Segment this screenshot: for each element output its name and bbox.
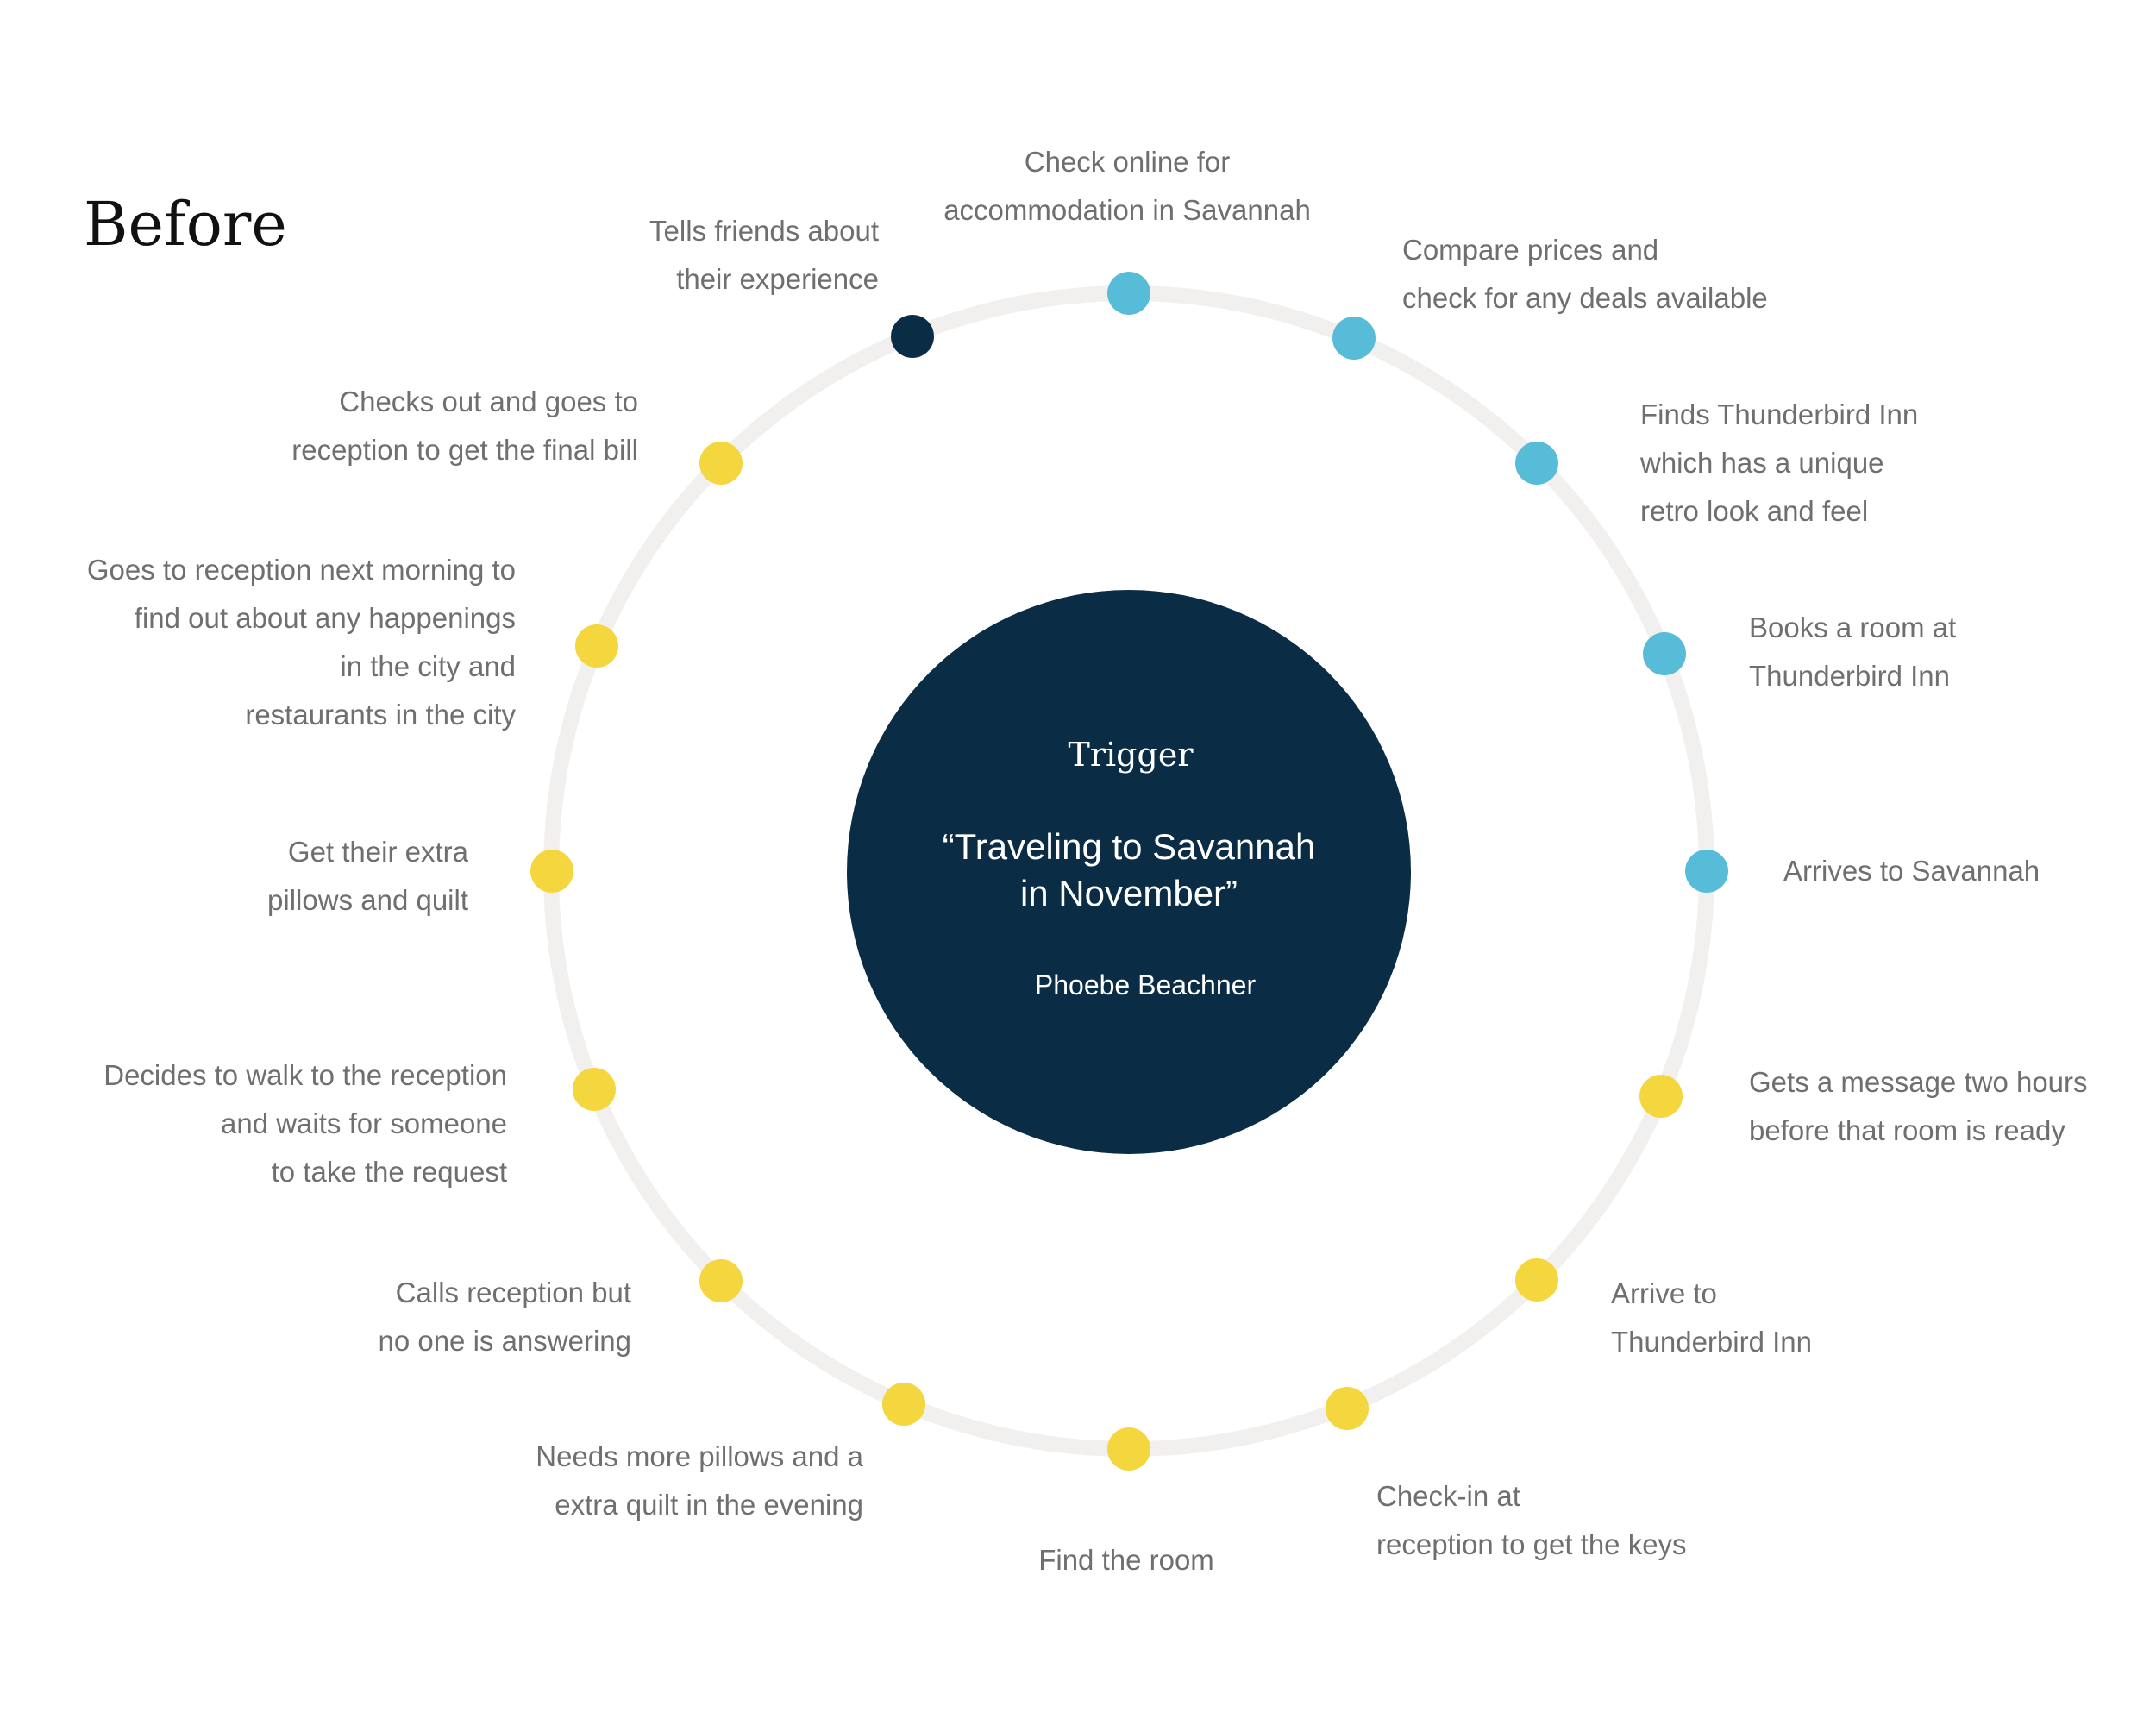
trigger-person: Phoebe Beachner xyxy=(1034,969,1257,1000)
step-label-line: check for any deals available xyxy=(1402,282,1768,314)
step-label-line: Compare prices and xyxy=(1402,234,1659,266)
trigger-heading: Trigger xyxy=(1068,736,1194,774)
step-label-line: Tells friends about xyxy=(649,215,879,247)
step-label-line: to take the request xyxy=(271,1156,507,1188)
step-label-line: extra quilt in the evening xyxy=(555,1489,863,1521)
step-label-line: Checks out and goes to xyxy=(339,386,638,417)
step-label-line: Check-in at xyxy=(1376,1480,1520,1512)
step-label-decides-walk: Decides to walk to the reception and wait… xyxy=(103,1051,507,1196)
step-label-line: their experience xyxy=(676,263,879,295)
step-dot-next-morning xyxy=(575,624,618,668)
step-dots xyxy=(530,272,1728,1471)
trigger-quote-line: in November” xyxy=(1019,873,1238,913)
trigger-circle xyxy=(847,590,1411,1154)
step-dot-find-room xyxy=(1107,1427,1150,1471)
page-title: Before xyxy=(84,189,287,260)
step-label-line: retro look and feel xyxy=(1640,495,1869,527)
step-label-compare-prices: Compare prices and check for any deals av… xyxy=(1402,226,1768,323)
step-label-line: Books a room at xyxy=(1749,612,1957,643)
step-label-check-in: Check-in at reception to get the keys xyxy=(1376,1472,1687,1569)
step-label-line: Decides to walk to the reception xyxy=(103,1059,507,1091)
step-dot-tells-friends xyxy=(891,315,934,358)
step-label-tells-friends: Tells friends about their experience xyxy=(649,207,879,304)
step-dot-get-pillows xyxy=(530,850,573,893)
step-label-calls-reception: Calls reception but no one is answering xyxy=(378,1269,631,1365)
step-label-line: Thunderbird Inn xyxy=(1611,1326,1812,1358)
step-label-finds-thunderbird: Finds Thunderbird Inn which has a unique r… xyxy=(1640,391,1918,536)
step-label-line: restaurants in the city xyxy=(245,699,516,731)
step-label-line: Goes to reception next morning to xyxy=(86,554,516,586)
step-dot-check-online xyxy=(1107,272,1150,315)
step-dot-arrive-thunderbird xyxy=(1515,1258,1558,1302)
step-label-line: Arrive to xyxy=(1611,1277,1717,1309)
step-label-get-pillows: Get their extra pillows and quilt xyxy=(267,828,468,925)
step-label-line: and waits for someone xyxy=(220,1107,507,1139)
step-label-line: accommodation in Savannah xyxy=(943,194,1311,226)
step-label-next-morning: Goes to reception next morning to find ou… xyxy=(87,546,516,739)
step-label-line: Gets a message two hours xyxy=(1749,1066,2088,1098)
step-label-line: reception to get the final bill xyxy=(291,434,638,466)
step-label-check-online: Check online for accommodation in Savanna… xyxy=(943,138,1311,235)
step-dot-checks-out xyxy=(699,442,743,485)
step-label-line: Get their extra xyxy=(287,836,468,868)
step-label-line: before that room is ready xyxy=(1749,1114,2065,1146)
step-label-line: find out about any happenings xyxy=(134,602,516,634)
step-label-arrive-thunderbird: Arrive to Thunderbird Inn xyxy=(1611,1270,1812,1366)
step-label-line: which has a unique xyxy=(1640,447,1884,479)
step-dot-books-room xyxy=(1643,632,1686,675)
step-dot-finds-thunderbird xyxy=(1515,442,1558,485)
step-label-line: Calls reception but xyxy=(395,1276,631,1308)
step-label-arrives-savannah: Arrives to Savannah xyxy=(1783,847,2040,895)
step-dot-decides-walk xyxy=(573,1068,616,1111)
step-dot-gets-message xyxy=(1639,1075,1683,1118)
trigger-quote: “Traveling to Savannah in November” xyxy=(943,824,1316,917)
step-label-find-room: Find the room xyxy=(1038,1536,1214,1584)
step-label-line: pillows and quilt xyxy=(267,884,468,916)
step-dot-calls-reception xyxy=(699,1259,743,1302)
step-label-line: reception to get the keys xyxy=(1376,1528,1687,1560)
step-label-line: in the city and xyxy=(340,650,516,682)
step-label-line: Find the room xyxy=(1038,1544,1214,1576)
step-dot-check-in xyxy=(1326,1387,1369,1430)
step-label-line: Check online for xyxy=(1024,146,1231,178)
step-label-checks-out: Checks out and goes to reception to get t… xyxy=(291,378,638,474)
trigger-quote-line: “Traveling to Savannah xyxy=(942,826,1316,867)
step-label-gets-message: Gets a message two hours before that room… xyxy=(1749,1058,2088,1155)
step-label-line: Finds Thunderbird Inn xyxy=(1640,398,1919,430)
step-label-needs-pillows: Needs more pillows and a extra quilt in t… xyxy=(536,1433,863,1529)
step-label-line: Thunderbird Inn xyxy=(1749,660,1950,692)
step-label-line: Needs more pillows and a xyxy=(536,1440,863,1472)
step-dot-arrives-savannah xyxy=(1685,850,1728,893)
step-label-books-room: Books a room at Thunderbird Inn xyxy=(1749,604,1956,700)
step-label-line: no one is answering xyxy=(378,1325,631,1357)
step-label-line: Arrives to Savannah xyxy=(1783,855,2040,887)
step-dot-compare-prices xyxy=(1332,317,1376,360)
step-dot-needs-pillows xyxy=(882,1383,925,1426)
